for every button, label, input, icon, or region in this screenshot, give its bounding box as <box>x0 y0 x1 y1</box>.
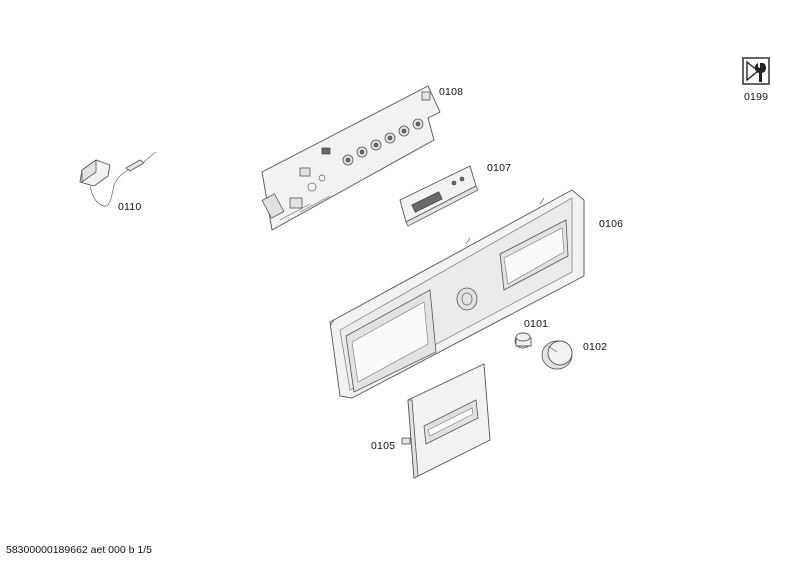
service-wrench-icon <box>742 57 770 85</box>
part-label-0105: 0105 <box>371 440 396 452</box>
part-label-0101: 0101 <box>524 318 549 330</box>
display-module-part <box>399 165 479 227</box>
drawer-handle-part <box>401 363 491 479</box>
part-label-0110: 0110 <box>118 201 142 213</box>
part-label-0107: 0107 <box>487 162 512 174</box>
part-label-0102: 0102 <box>583 341 608 353</box>
control-pcb-part <box>261 85 441 231</box>
power-cord-part <box>79 151 157 207</box>
small-knob-part <box>514 332 532 349</box>
part-label-0106: 0106 <box>599 218 624 230</box>
part-label-0199: 0199 <box>744 91 769 103</box>
part-label-0108: 0108 <box>439 86 464 98</box>
selector-knob-part <box>541 340 573 370</box>
document-reference-footer: 58300000189662 aet 000 b 1/5 <box>6 544 152 556</box>
control-panel-part <box>329 189 585 399</box>
